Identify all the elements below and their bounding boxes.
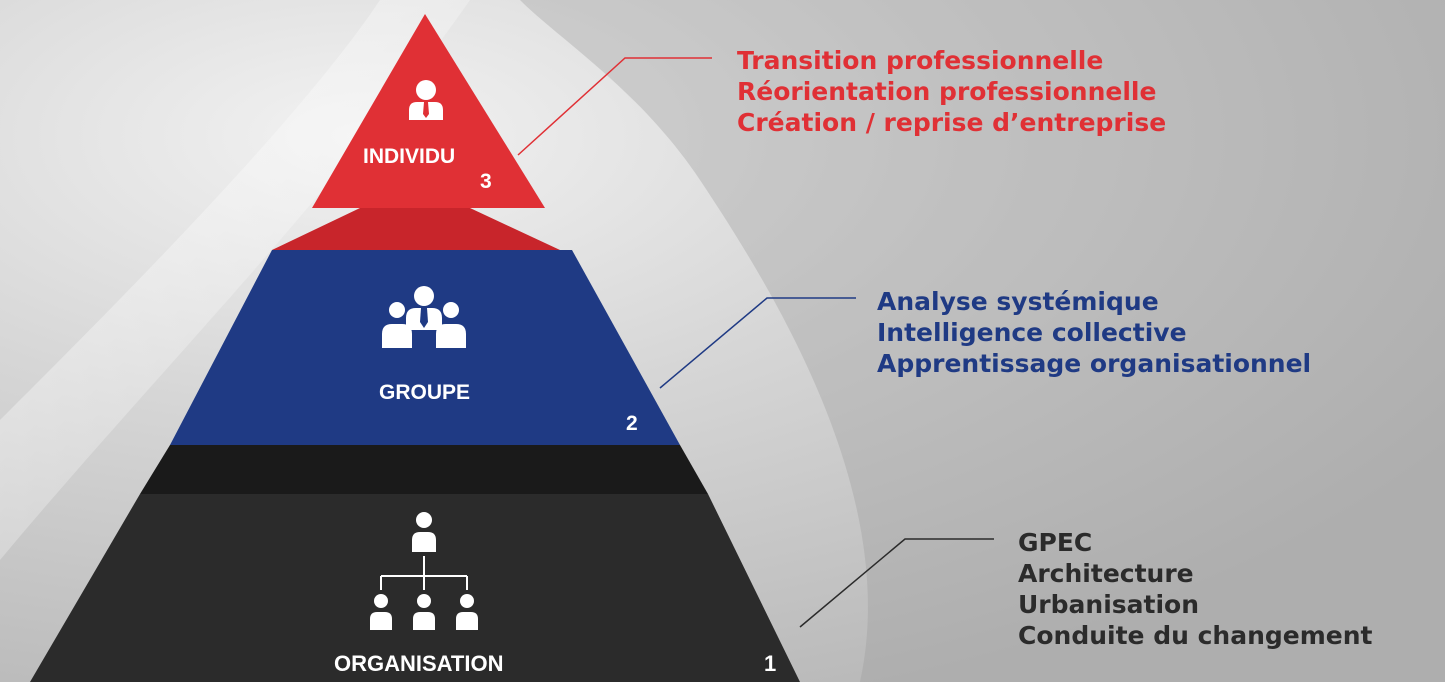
organisation-label: ORGANISATION [334, 651, 504, 676]
organisation-leader-line [799, 538, 994, 628]
individu-item: Création / reprise d’entreprise [737, 108, 1167, 137]
organisation-tier [30, 494, 800, 682]
background-foliage [520, 0, 1445, 682]
individu-description: Transition professionnelle Réorientation… [737, 45, 1166, 138]
organisation-item: Urbanisation [1018, 590, 1200, 619]
person-icon [409, 80, 443, 120]
individu-item: Transition professionnelle [737, 46, 1104, 75]
groupe-leader-line [659, 297, 856, 389]
groupe-number: 2 [626, 412, 638, 435]
groupe-item: Analyse systémique [877, 287, 1159, 316]
individu-number: 3 [480, 170, 492, 193]
organisation-description: GPEC Architecture Urbanisation Conduite … [1018, 527, 1372, 651]
organisation-tier-shade [140, 445, 708, 494]
groupe-tier [170, 250, 680, 445]
groupe-description: Analyse systémique Intelligence collecti… [877, 286, 1311, 379]
organisation-item: GPEC [1018, 528, 1093, 557]
organisation-item: Architecture [1018, 559, 1194, 588]
groupe-item: Apprentissage organisationnel [877, 349, 1312, 378]
individu-label: INDIVIDU [363, 145, 456, 168]
organisation-item: Conduite du changement [1018, 621, 1373, 650]
individu-item: Réorientation professionnelle [737, 77, 1157, 106]
groupe-label: GROUPE [379, 381, 471, 404]
group-icon [382, 286, 466, 348]
organisation-number: 1 [764, 651, 777, 676]
groupe-tier-shade [272, 208, 560, 250]
groupe-item: Intelligence collective [877, 318, 1187, 347]
individu-leader-line [517, 57, 712, 156]
org-chart-icon [370, 512, 478, 630]
